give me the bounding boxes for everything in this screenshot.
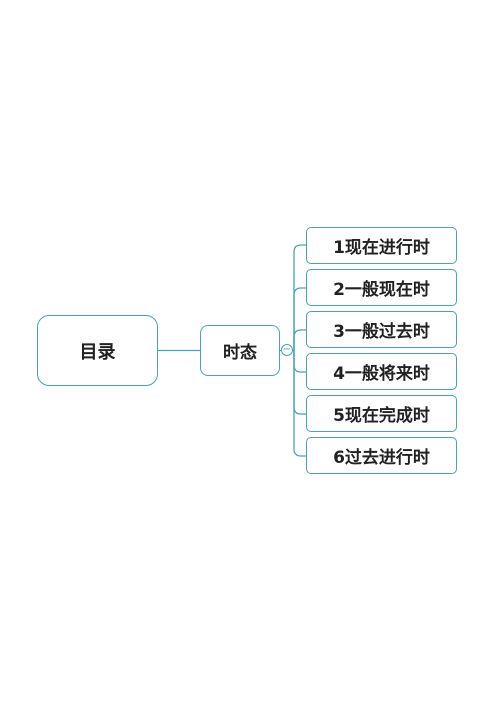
leaf-node[interactable]: 6过去进行时 — [306, 437, 457, 474]
leaf-node[interactable]: 1现在进行时 — [306, 227, 457, 264]
root-node[interactable]: 目录 — [37, 315, 158, 386]
leaf-node[interactable]: 5现在完成时 — [306, 395, 457, 432]
connector-leaf-5 — [293, 350, 306, 415]
root-node-label: 目录 — [79, 341, 116, 363]
leaf-node-label: 5现在完成时 — [333, 406, 430, 426]
connector-leaf-4 — [293, 350, 306, 373]
leaf-node[interactable]: 4一般将来时 — [306, 353, 457, 390]
connector-leaf-1 — [293, 244, 306, 352]
leaf-node-label: 3一般过去时 — [333, 322, 430, 342]
connector-leaf-2 — [293, 287, 306, 351]
connector-leaf-3 — [293, 329, 306, 351]
leaf-node[interactable]: 2一般现在时 — [306, 269, 457, 306]
branch-node-label: 时态 — [223, 343, 257, 363]
leaf-node-label: 2一般现在时 — [333, 280, 430, 300]
leaf-node-label: 1现在进行时 — [333, 238, 430, 258]
collapse-toggle-icon[interactable]: − — [281, 344, 293, 356]
connector-leaf-6 — [293, 350, 306, 457]
branch-node[interactable]: 时态 — [200, 325, 280, 376]
leaf-node-label: 6过去进行时 — [333, 448, 430, 468]
leaf-node[interactable]: 3一般过去时 — [306, 311, 457, 348]
leaf-node-label: 4一般将来时 — [333, 364, 430, 384]
